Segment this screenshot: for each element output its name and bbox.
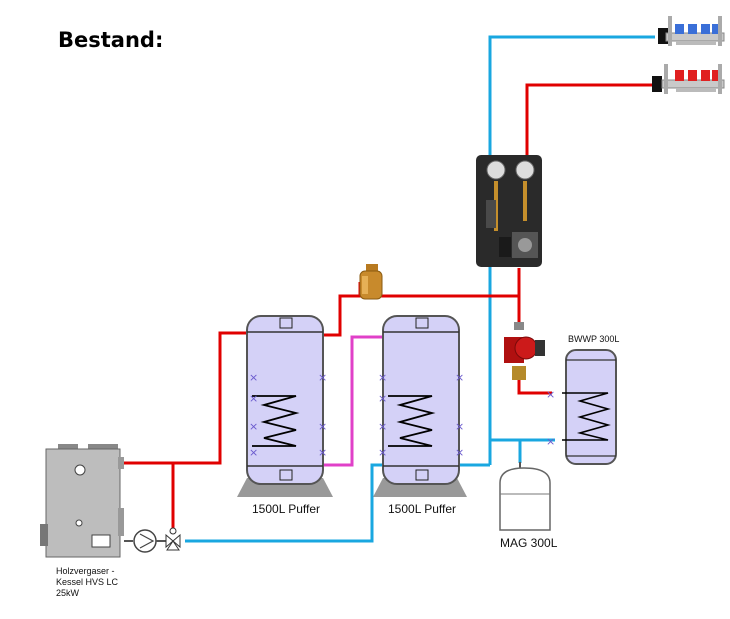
boiler-label: Holzvergaser - Kessel HVS LC 25kW (56, 566, 118, 599)
buffer-right-label: 1500L Puffer (388, 502, 457, 516)
heating-manifold-icon (652, 16, 725, 94)
buffer-left-label: 1500L Puffer (252, 502, 321, 516)
svg-text:×: × (249, 371, 258, 384)
svg-text:×: × (318, 446, 327, 459)
page-title: Bestand: (58, 28, 164, 52)
svg-text:×: × (318, 371, 327, 384)
expansion-vessel (499, 462, 551, 531)
sensor-marks: × × × × × × × (378, 371, 464, 459)
svg-text:×: × (249, 446, 258, 459)
expansion-vessel-label: MAG 300L (500, 536, 558, 550)
svg-text:×: × (455, 420, 464, 433)
svg-text:×: × (546, 388, 555, 401)
svg-text:×: × (378, 371, 387, 384)
buffer-link-pipe (322, 335, 383, 467)
buffer-tank-left: × × × × × × × (237, 315, 333, 497)
svg-text:×: × (249, 392, 258, 405)
buffer-tank-right: × × × × × × × (373, 315, 467, 497)
svg-text:×: × (455, 371, 464, 384)
pump-station-icon (476, 155, 542, 267)
boiler-pump-icon (124, 529, 166, 553)
svg-text:×: × (546, 435, 555, 448)
dhw-tank-label: BWWP 300L (568, 334, 620, 344)
dhw-tank: ×× (546, 349, 617, 465)
svg-text:×: × (318, 420, 327, 433)
boiler-label-line-1: Holzvergaser - (56, 566, 115, 576)
svg-text:×: × (378, 420, 387, 433)
svg-text:×: × (378, 446, 387, 459)
svg-text:×: × (249, 420, 258, 433)
air-separator-icon (359, 264, 383, 300)
boiler-icon (40, 444, 124, 558)
circulation-pump-icon (504, 322, 545, 380)
svg-text:×: × (378, 392, 387, 405)
boiler-label-line-3: 25kW (56, 588, 80, 598)
mixing-valve-icon (165, 527, 181, 551)
svg-text:×: × (455, 446, 464, 459)
sensor-marks: × × × × × × × (249, 371, 327, 459)
boiler-label-line-2: Kessel HVS LC (56, 577, 119, 587)
